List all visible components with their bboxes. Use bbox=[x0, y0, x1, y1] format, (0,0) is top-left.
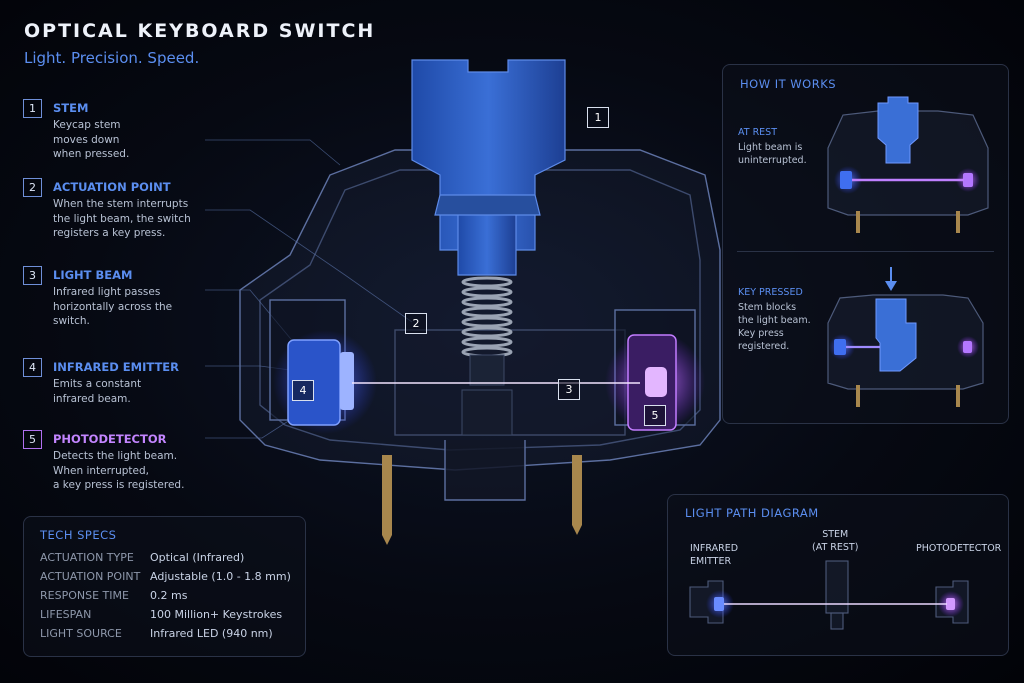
callout-description: Emits a constant infrared beam. bbox=[53, 378, 142, 405]
callout-title: LIGHT BEAM bbox=[53, 268, 133, 282]
key-pressed-title: KEY PRESSED bbox=[738, 287, 803, 298]
marker-3: 3 bbox=[558, 379, 580, 400]
marker-1: 1 bbox=[587, 107, 609, 128]
callout-description: When the stem interrupts the light beam,… bbox=[53, 198, 191, 239]
page-title: OPTICAL KEYBOARD SWITCH bbox=[24, 20, 376, 42]
at-rest-diagram bbox=[827, 96, 989, 233]
marker-5: 5 bbox=[644, 405, 666, 426]
spec-key: ACTUATION TYPE bbox=[40, 551, 134, 564]
callout-description: Detects the light beam. When interrupted… bbox=[53, 450, 185, 491]
callout-number: 1 bbox=[23, 99, 42, 118]
callout-number: 2 bbox=[23, 178, 42, 197]
how-it-works-title: HOW IT WORKS bbox=[740, 77, 837, 91]
spec-value: 100 Million+ Keystrokes bbox=[150, 608, 283, 621]
key-pressed-diagram bbox=[827, 267, 984, 407]
how-it-works-panel: HOW IT WORKS AT REST Light beam is unint… bbox=[722, 64, 1009, 424]
detector-label: PHOTODETECTOR bbox=[916, 543, 1002, 554]
key-pressed-description: Stem blocks the light beam. Key press re… bbox=[738, 302, 811, 352]
spec-key: LIGHT SOURCE bbox=[40, 627, 122, 640]
callout-title: ACTUATION POINT bbox=[53, 180, 171, 194]
callout-description: Infrared light passes horizontally acros… bbox=[53, 286, 173, 327]
spec-key: RESPONSE TIME bbox=[40, 589, 129, 602]
stem-label: STEM (AT REST) bbox=[812, 529, 859, 553]
stem bbox=[411, 59, 566, 276]
emitter-label: INFRARED EMITTER bbox=[690, 543, 739, 567]
spec-value: Adjustable (1.0 - 1.8 mm) bbox=[150, 570, 291, 583]
callout-title: PHOTODETECTOR bbox=[53, 432, 167, 446]
at-rest-title: AT REST bbox=[738, 127, 778, 138]
callout-title: STEM bbox=[53, 101, 89, 115]
pin-right bbox=[572, 455, 582, 525]
spec-key: ACTUATION POINT bbox=[40, 570, 141, 583]
tech-specs-title: TECH SPECS bbox=[40, 528, 117, 542]
callout-number: 4 bbox=[23, 358, 42, 377]
marker-4: 4 bbox=[292, 380, 314, 401]
spec-value: Infrared LED (940 nm) bbox=[150, 627, 273, 640]
pin-left bbox=[382, 455, 392, 535]
tech-specs-panel: TECH SPECS ACTUATION TYPE Optical (Infra… bbox=[23, 516, 306, 657]
at-rest-description: Light beam is uninterrupted. bbox=[738, 142, 807, 166]
light-path-diagram bbox=[689, 560, 969, 630]
marker-2: 2 bbox=[405, 313, 427, 334]
spec-key: LIFESPAN bbox=[40, 608, 92, 621]
light-path-title: LIGHT PATH DIAGRAM bbox=[685, 506, 819, 520]
spring bbox=[461, 276, 513, 358]
callout-number: 5 bbox=[23, 430, 42, 449]
panel-divider bbox=[737, 251, 994, 252]
callout-title: INFRARED EMITTER bbox=[53, 360, 180, 374]
spec-value: 0.2 ms bbox=[150, 589, 188, 602]
callout-description: Keycap stem moves down when pressed. bbox=[53, 119, 130, 160]
page-subtitle: Light. Precision. Speed. bbox=[24, 49, 200, 67]
callout-number: 3 bbox=[23, 266, 42, 285]
spec-value: Optical (Infrared) bbox=[150, 551, 245, 564]
light-path-panel: LIGHT PATH DIAGRAM INFRARED EMITTER STEM… bbox=[667, 494, 1009, 656]
